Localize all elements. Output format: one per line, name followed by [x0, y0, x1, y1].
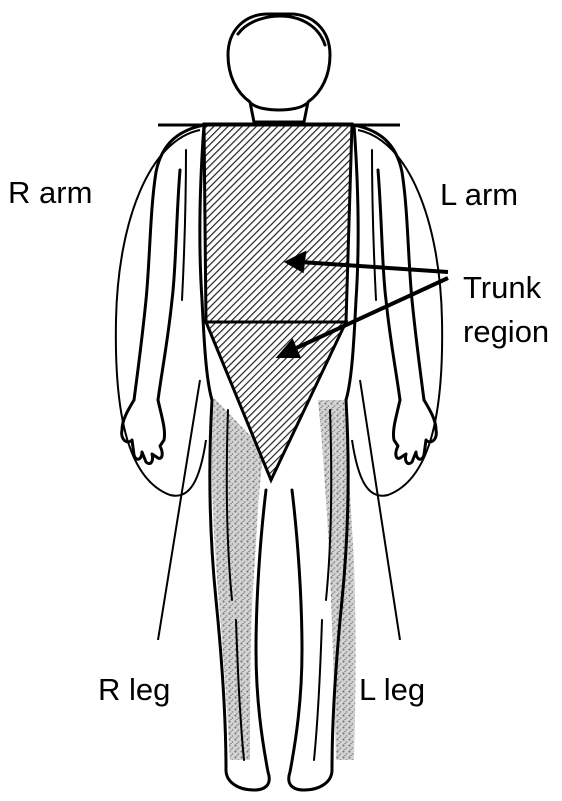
right-leg-label: R leg [98, 673, 170, 707]
left-leg-boundary-line [360, 380, 400, 640]
right-leg-boundary-line [158, 380, 200, 640]
right-leg-shading [212, 398, 264, 760]
trunk-label-line2: region [463, 310, 549, 354]
trunk-region-label: Trunk region [463, 266, 549, 354]
left-leg-label: L leg [359, 673, 425, 707]
left-leg-shading [318, 400, 356, 760]
left-arm-label: L arm [440, 178, 518, 212]
right-arm-label: R arm [8, 176, 92, 210]
trunk-label-line1: Trunk [463, 266, 549, 310]
trunk-region-upper [204, 124, 352, 322]
